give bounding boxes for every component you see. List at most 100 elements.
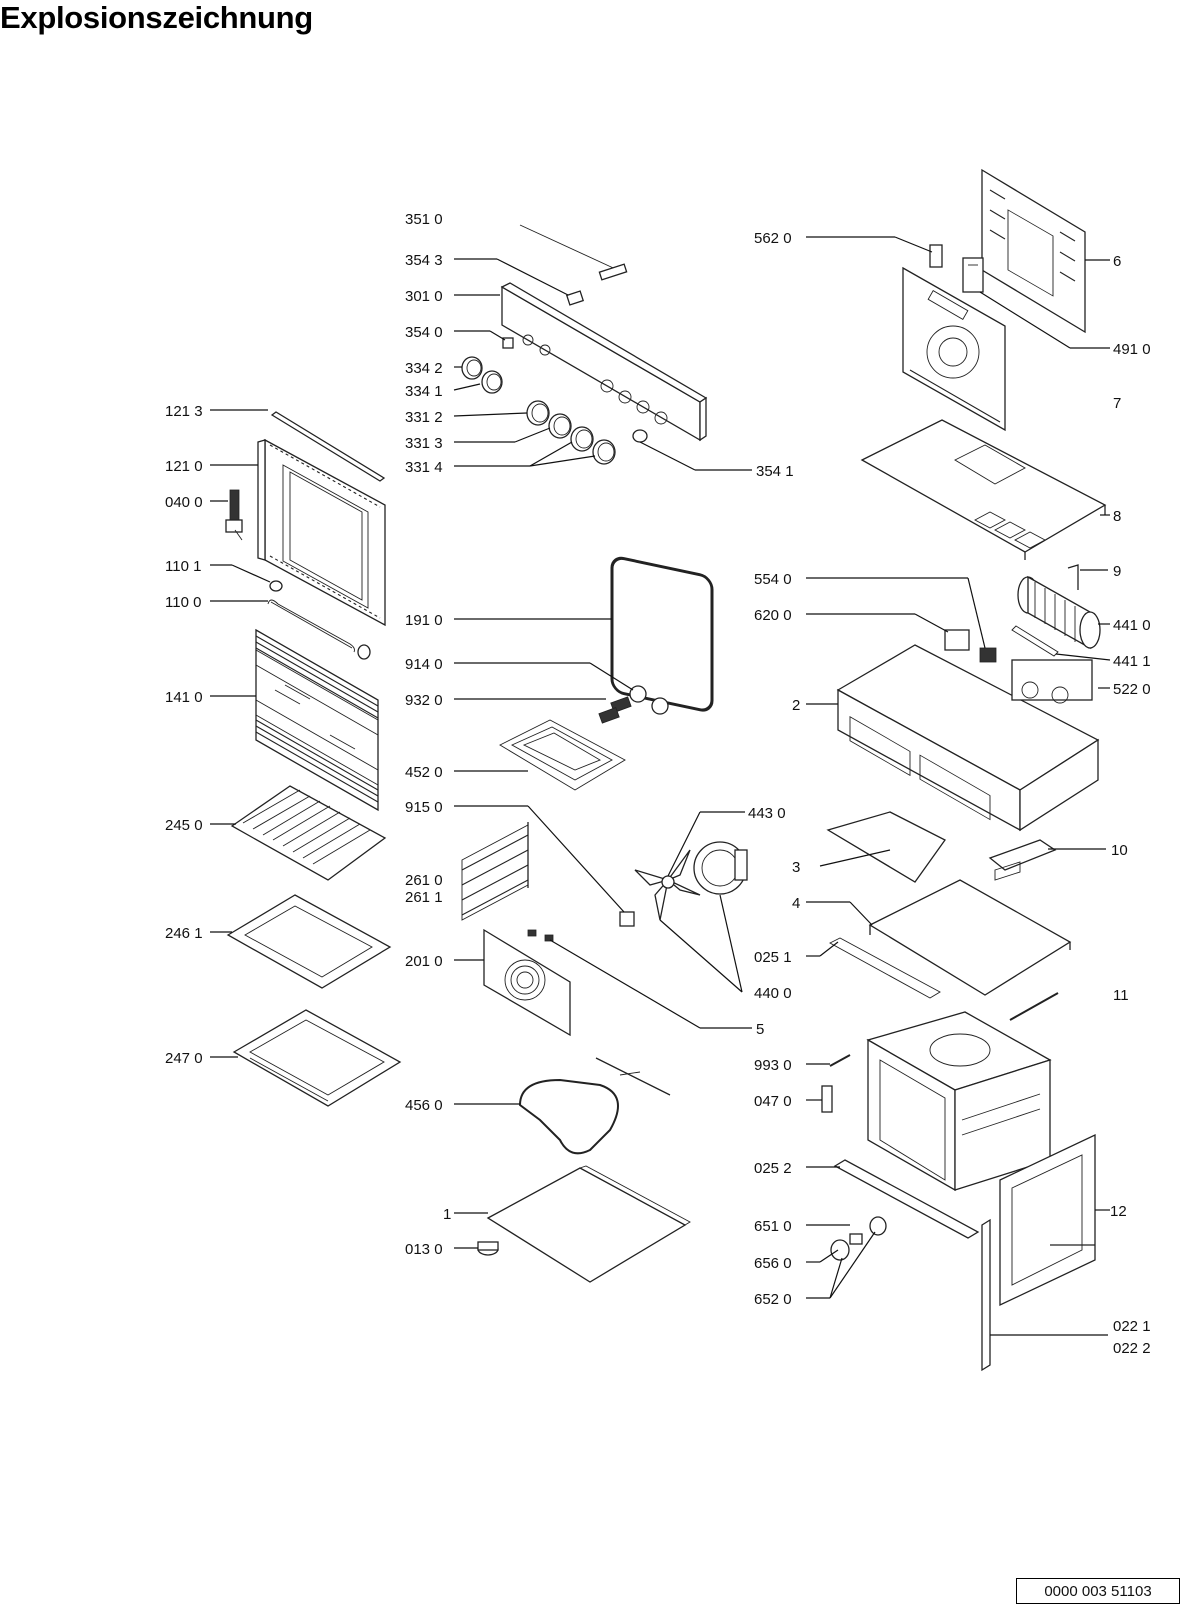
part-label: 522 0 (1113, 681, 1151, 698)
part-label: 247 0 (165, 1050, 203, 1067)
drawing-wire-rack (230, 785, 387, 881)
part-label: 10 (1111, 842, 1128, 859)
part-label: 110 1 (165, 558, 201, 575)
drawing-top-cover (860, 419, 1107, 560)
part-label: 334 1 (405, 383, 443, 400)
part-label: 121 3 (165, 403, 203, 420)
drawing-tangential-fan (1011, 575, 1101, 657)
part-label: 022 2 (1113, 1340, 1151, 1357)
part-label: 5 (756, 1021, 764, 1038)
part-label: 331 3 (405, 435, 443, 452)
drawing-rail-025-2 (833, 1159, 980, 1239)
drawing-hinge (225, 489, 243, 541)
drawing-switches (944, 629, 997, 663)
drawing-tray-shallow (226, 894, 392, 989)
document-number: 0000 003 51103 (1016, 1578, 1180, 1604)
part-label: 7 (1113, 395, 1121, 412)
drawing-rear-panel (483, 928, 571, 1037)
part-labels: 351 0 354 3 301 0 354 0 334 2 334 1 331 … (165, 211, 1151, 1357)
part-label: 932 0 (405, 692, 443, 709)
drawing-tray-deep (232, 1009, 402, 1107)
drawing-door (257, 438, 386, 627)
drawing-rod-11 (1009, 992, 1059, 1021)
drawing-glass-panel (255, 628, 379, 812)
drawing-control-housing (836, 644, 1100, 832)
part-label: 141 0 (165, 689, 203, 706)
part-label: 4 (792, 895, 800, 912)
part-label: 191 0 (405, 612, 443, 629)
drawing-back-plate (981, 168, 1086, 334)
part-label: 993 0 (754, 1057, 792, 1074)
drawing-oven-cavity (866, 1011, 1052, 1192)
part-label: 2 (792, 697, 800, 714)
part-label: 1 (443, 1206, 451, 1223)
drawing-shelf-3 (826, 811, 946, 883)
part-label: 040 0 (165, 494, 203, 511)
drawing-front-frame (981, 1133, 1096, 1372)
part-label: 11 (1113, 987, 1129, 1004)
drawing-side-rails (461, 822, 529, 921)
part-label: 443 0 (748, 805, 786, 822)
part-label: 620 0 (754, 607, 792, 624)
part-label: 354 3 (405, 252, 443, 269)
part-label: 110 0 (165, 594, 201, 611)
part-label: 246 1 (165, 925, 203, 942)
part-label: 261 0 (405, 872, 443, 889)
part-label: 452 0 (405, 764, 443, 781)
part-label: 354 0 (405, 324, 443, 341)
drawing-rear-frame (902, 266, 1006, 432)
part-label: 915 0 (405, 799, 443, 816)
part-label: 025 2 (754, 1160, 792, 1177)
part-label: 8 (1113, 508, 1121, 525)
drawing-plate-4 (829, 879, 1072, 999)
part-label: 491 0 (1113, 341, 1151, 358)
leader-lines (210, 236, 1111, 1336)
part-label: 261 1 (405, 889, 443, 906)
part-label: 022 1 (1113, 1318, 1151, 1335)
drawing-fan (619, 841, 748, 927)
drawing-door-trim (270, 411, 386, 482)
drawing-control-panel (500, 282, 708, 443)
part-label: 351 0 (405, 211, 443, 228)
part-label: 914 0 (405, 656, 443, 673)
part-label: 301 0 (405, 288, 443, 305)
drawing-small-parts (821, 1054, 851, 1113)
drawing-pin-351 (519, 224, 628, 306)
part-label: 651 0 (754, 1218, 792, 1235)
part-label: 025 1 (754, 949, 792, 966)
part-drawings (225, 168, 1107, 1372)
part-label: 440 0 (754, 985, 792, 1002)
drawing-gasket (610, 556, 714, 712)
drawing-lamp (830, 1216, 887, 1261)
drawing-lower-heater (518, 1057, 671, 1155)
part-label: 9 (1113, 563, 1121, 580)
part-label: 201 0 (405, 953, 443, 970)
part-label: 121 0 (165, 458, 203, 475)
drawing-clip-9 (1067, 564, 1079, 590)
part-label: 334 2 (405, 360, 443, 377)
part-label: 441 0 (1113, 617, 1151, 634)
part-label: 12 (1110, 1203, 1127, 1220)
part-label: 245 0 (165, 817, 203, 834)
page-title: Explosionszeichnung (0, 0, 313, 35)
drawing-grill-element (499, 685, 669, 791)
drawing-knobs (461, 356, 616, 465)
part-label: 047 0 (754, 1093, 792, 1110)
part-label: 6 (1113, 253, 1121, 270)
part-label: 656 0 (754, 1255, 792, 1272)
part-label: 456 0 (405, 1097, 443, 1114)
drawing-handle (267, 580, 371, 660)
part-label: 013 0 (405, 1241, 443, 1258)
drawing-bracket-10 (988, 839, 1057, 881)
part-label: 354 1 (756, 463, 794, 480)
part-label: 331 2 (405, 409, 443, 426)
drawing-brackets-top (929, 244, 984, 293)
part-label: 554 0 (754, 571, 792, 588)
part-label: 562 0 (754, 230, 792, 247)
part-label: 441 1 (1113, 653, 1151, 670)
part-label: 3 (792, 859, 800, 876)
drawing-bottom-plate (477, 1165, 691, 1283)
part-label: 652 0 (754, 1291, 792, 1308)
part-label: 331 4 (405, 459, 443, 476)
